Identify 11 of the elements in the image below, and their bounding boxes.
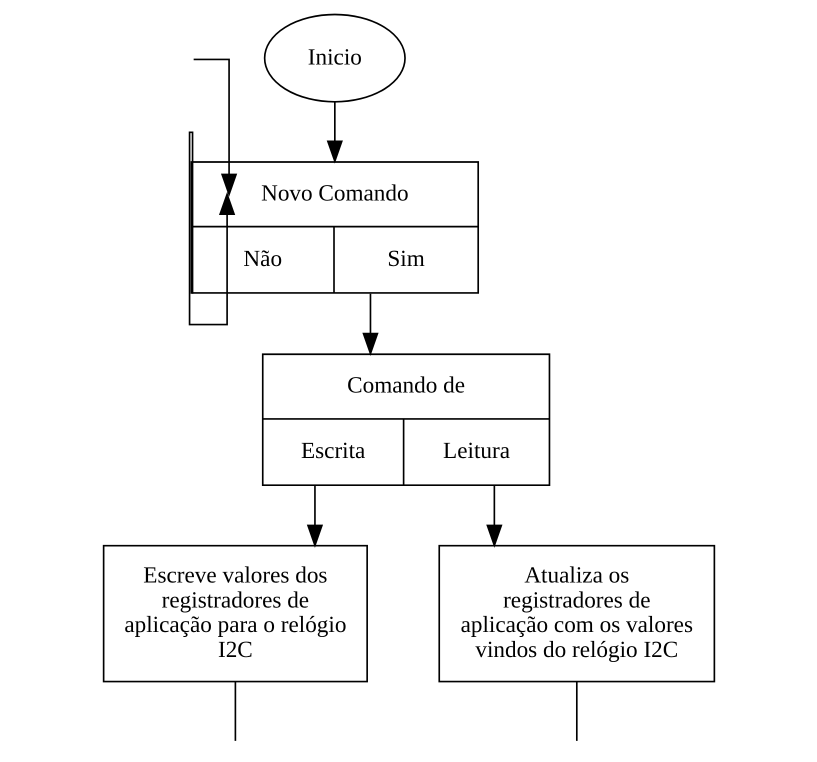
arrow (362, 294, 378, 356)
arrow (486, 486, 502, 548)
arrow (188, 132, 235, 326)
node-box: Escreve valores dos registradores de aplicação para o relógio I2C (102, 544, 368, 682)
connector (575, 682, 578, 741)
connector (234, 682, 236, 741)
arrow (326, 102, 342, 164)
node-ellipse: Inicio (263, 14, 406, 103)
arrow (306, 486, 323, 548)
node-box: Atualiza os registradores de aplicação com os valores vindos do relógio I2C (438, 544, 715, 682)
arrow (193, 58, 237, 197)
